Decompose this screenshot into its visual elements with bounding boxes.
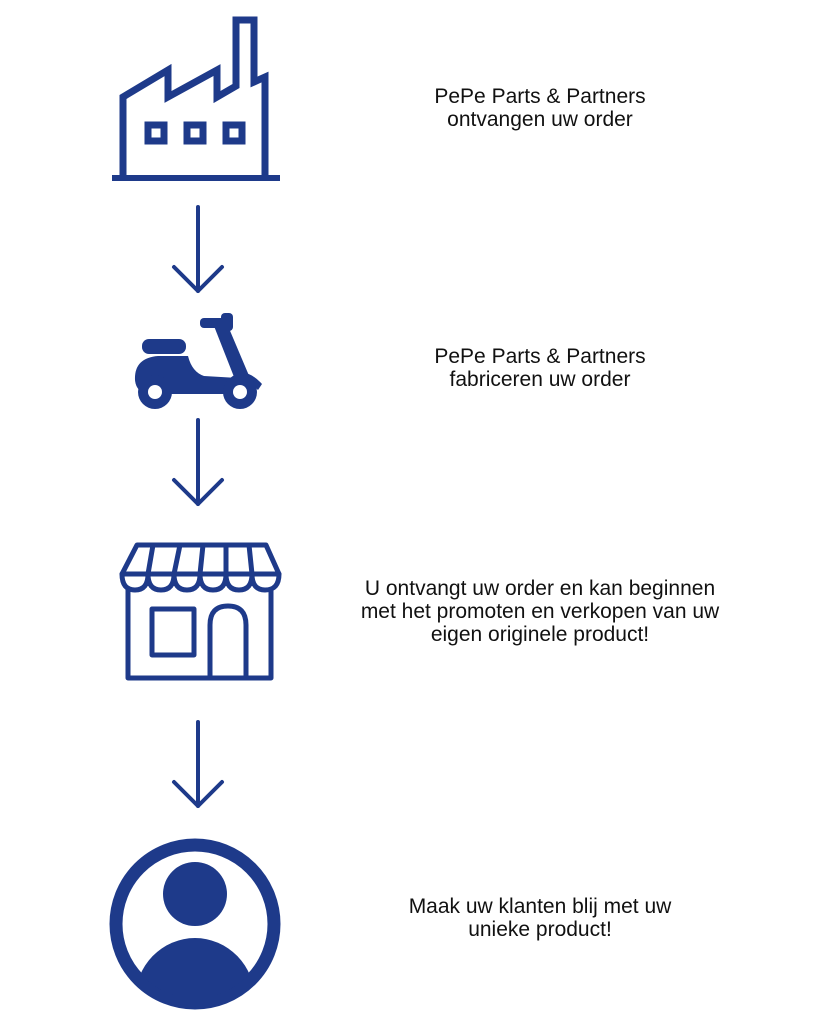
arrow-down-icon bbox=[172, 720, 224, 808]
step-1-caption-line-1: PePe Parts & Partners bbox=[434, 85, 646, 108]
step-3-caption-line-3: eigen originele product! bbox=[430, 623, 650, 646]
step-3-caption-line-1: U ontvangt uw order en kan beginnen bbox=[364, 577, 716, 600]
step-3-caption-line-2: met het promoten en verkopen van uw bbox=[360, 600, 720, 623]
user-profile-icon bbox=[109, 838, 281, 1010]
step-2-caption-line-2: fabriceren uw order bbox=[449, 368, 631, 391]
arrow-down-icon bbox=[172, 205, 224, 293]
step-2-caption: PePe Parts & Partners fabriceren uw orde… bbox=[380, 345, 700, 391]
step-2-caption-line-1: PePe Parts & Partners bbox=[434, 345, 646, 368]
arrow-down-icon bbox=[172, 418, 224, 506]
step-1-caption: PePe Parts & Partners ontvangen uw order bbox=[380, 85, 700, 131]
factory-icon bbox=[112, 16, 280, 181]
step-4-caption-line-1: Maak uw klanten blij met uw bbox=[408, 895, 672, 918]
step-1-caption-line-2: ontvangen uw order bbox=[447, 108, 633, 131]
step-4-caption-line-2: unieke product! bbox=[468, 918, 612, 941]
storefront-icon bbox=[119, 542, 282, 681]
step-4-caption: Maak uw klanten blij met uw unieke produ… bbox=[360, 895, 720, 941]
scooter-icon bbox=[134, 313, 262, 409]
step-3-caption: U ontvangt uw order en kan beginnen met … bbox=[300, 577, 780, 646]
